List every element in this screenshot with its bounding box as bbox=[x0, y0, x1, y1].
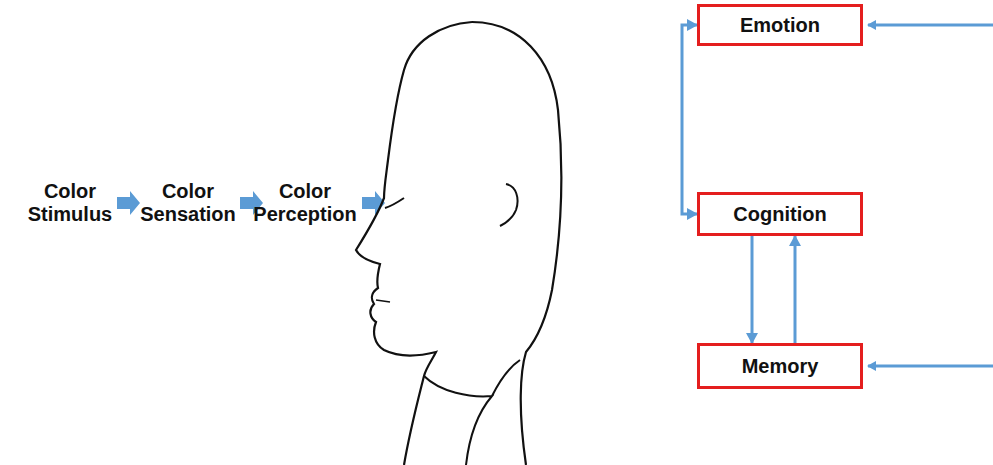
head-outline bbox=[356, 22, 472, 465]
process-box: Memory bbox=[697, 343, 863, 389]
process-box: Cognition bbox=[697, 192, 863, 236]
stage-label: Color Perception bbox=[253, 180, 356, 226]
incoming-arrow bbox=[868, 365, 993, 368]
connector-arrow bbox=[751, 236, 754, 343]
process-box: Emotion bbox=[697, 4, 863, 46]
incoming-arrow bbox=[868, 24, 993, 27]
ear bbox=[500, 184, 518, 226]
eye bbox=[385, 198, 404, 208]
connector-arrow bbox=[794, 236, 797, 343]
mouth bbox=[376, 300, 390, 302]
head-back bbox=[472, 22, 561, 465]
box-label: Memory bbox=[742, 355, 819, 378]
stage-label: Color Stimulus bbox=[28, 180, 112, 226]
stage-label: Color Sensation bbox=[140, 180, 236, 226]
flow-arrow bbox=[117, 191, 140, 215]
collar bbox=[424, 360, 520, 465]
box-label: Cognition bbox=[733, 203, 826, 226]
box-label: Emotion bbox=[740, 14, 820, 37]
connector-arrow bbox=[682, 25, 697, 214]
